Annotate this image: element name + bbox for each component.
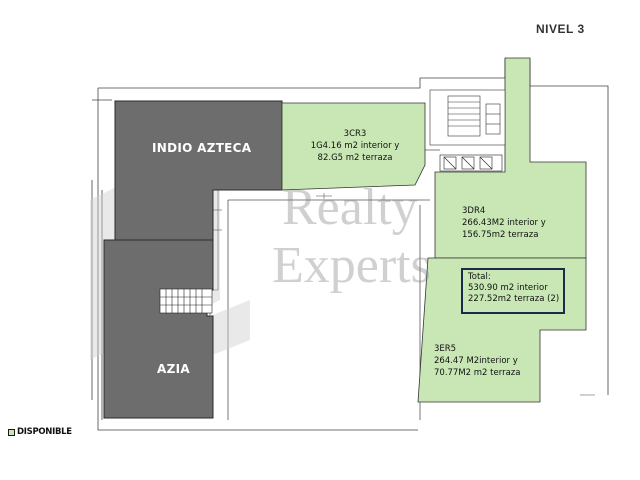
escalator: [159, 288, 213, 314]
watermark-text-line2: Experts: [272, 237, 431, 294]
unit-3dr4-terrace: 156.75m2 terraza: [462, 230, 539, 240]
unit-3er5-terrace: 70.77M2 m2 terraza: [434, 368, 521, 378]
unit-azia-label: AZIA: [157, 362, 190, 376]
unit-indio-azteca-label: INDIO AZTECA: [152, 141, 252, 155]
unit-3dr4-interior: 266.43M2 interior y: [462, 218, 546, 228]
unit-3dr4-code: 3DR4: [462, 206, 486, 216]
unit-indio-azteca-area: [114, 100, 283, 241]
unit-3er5-code: 3ER5: [434, 344, 457, 354]
unit-3er5-interior: 264.47 M2interior y: [434, 356, 518, 366]
legend-available-label: DISPONIBLE: [17, 427, 72, 437]
level-title: NIVEL 3: [536, 22, 585, 36]
unit-3er5-label: 3ER5 264.47 M2interior y 70.77M2 m2 terr…: [434, 343, 544, 379]
total-interior: 530.90 m2 interior: [468, 283, 548, 293]
total-label: Total:: [468, 272, 491, 282]
elevator-bank: [439, 154, 503, 172]
unit-3cr3-area: [281, 102, 426, 191]
unit-3cr3-label: 3CR3 1G4.16 m2 interior y 82.G5 m2 terra…: [300, 128, 410, 164]
unit-3er5-area: [417, 257, 587, 403]
unit-3cr3-interior: 1G4.16 m2 interior y: [310, 141, 400, 151]
total-terrace: 227.52m2 terraza (2): [468, 294, 560, 304]
unit-3dr4-label: 3DR4 266.43M2 interior y 156.75m2 terraz…: [462, 205, 572, 241]
legend-available-swatch: [8, 428, 15, 436]
unit-azia-area: [103, 239, 214, 419]
unit-3cr3-terrace: 82.G5 m2 terraza: [317, 153, 393, 163]
plan-marks: [212, 193, 595, 396]
legend: DISPONIBLE: [8, 426, 72, 438]
total-summary-box: Total: 530.90 m2 interior 227.52m2 terra…: [461, 268, 565, 314]
unit-3cr3-code: 3CR3: [343, 129, 367, 139]
stair-core: [429, 89, 506, 146]
watermark-text-line1: Realty: [282, 179, 418, 236]
